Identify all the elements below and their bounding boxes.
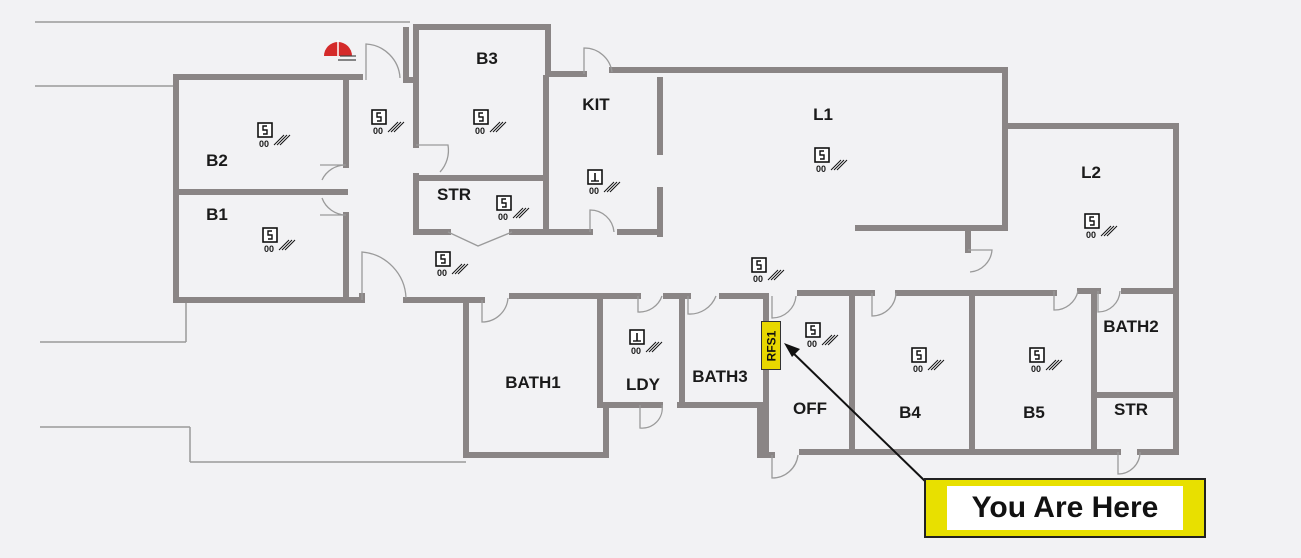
detector-number: 00: [816, 164, 826, 174]
smoke-detector-icon: 00: [751, 257, 785, 284]
room-label-b2: B2: [206, 151, 228, 170]
fire-alarm-bell-icon: [324, 40, 356, 61]
detector-number: 00: [913, 364, 923, 374]
smoke-detector-icon: 00: [1084, 213, 1118, 240]
room-label-str-north: STR: [437, 185, 471, 204]
detectors: 00 00 00 00 00 00 00 00 00 00 00 00 00 0…: [257, 109, 1118, 374]
smoke-detector-icon: 00: [262, 227, 296, 254]
smoke-detector-icon: 00: [496, 195, 530, 222]
smoke-detector-icon: 00: [1029, 347, 1063, 374]
site-lines: [35, 21, 466, 463]
you-are-here-label: You Are Here: [947, 486, 1183, 530]
detector-number: 00: [437, 268, 447, 278]
room-label-off: OFF: [793, 399, 827, 418]
location-marker-rfs1: RFS1: [761, 321, 781, 370]
smoke-detector-icon: 00: [814, 147, 848, 174]
smoke-detector-icon: 00: [257, 122, 291, 149]
detector-number: 00: [1086, 230, 1096, 240]
location-marker-label: RFS1: [764, 330, 778, 361]
room-label-b5: B5: [1023, 403, 1045, 422]
room-label-ldy: LDY: [626, 375, 661, 394]
detector-number: 00: [631, 346, 641, 356]
room-label-bath1: BATH1: [505, 373, 560, 392]
smoke-detector-icon: 00: [805, 322, 839, 349]
detector-number: 00: [589, 186, 599, 196]
detector-number: 00: [1031, 364, 1041, 374]
detector-number: 00: [259, 139, 269, 149]
you-are-here-callout: You Are Here: [924, 478, 1206, 538]
room-label-l2: L2: [1081, 163, 1101, 182]
room-label-kit: KIT: [582, 95, 610, 114]
heat-detector-icon: 00: [587, 169, 621, 196]
smoke-detector-icon: 00: [371, 109, 405, 136]
detector-number: 00: [498, 212, 508, 222]
doors: [320, 43, 1141, 479]
heat-detector-icon: 00: [629, 329, 663, 356]
smoke-detector-icon: 00: [473, 109, 507, 136]
detector-number: 00: [475, 126, 485, 136]
detector-number: 00: [373, 126, 383, 136]
detector-number: 00: [753, 274, 763, 284]
room-label-bath3: BATH3: [692, 367, 747, 386]
room-label-b4: B4: [899, 403, 921, 422]
interior-walls: [177, 75, 1179, 455]
room-label-b3: B3: [476, 49, 498, 68]
room-label-str-south: STR: [1114, 400, 1148, 419]
smoke-detector-icon: 00: [911, 347, 945, 374]
room-label-b1: B1: [206, 205, 228, 224]
room-labels: B3 KIT L1 B2 B1 STR L2 BATH1 LDY BATH3 O…: [206, 49, 1159, 422]
location-arrow: [784, 343, 929, 485]
room-label-l1: L1: [813, 105, 833, 124]
detector-number: 00: [264, 244, 274, 254]
room-label-bath2: BATH2: [1103, 317, 1158, 336]
smoke-detector-icon: 00: [435, 251, 469, 278]
detector-number: 00: [807, 339, 817, 349]
